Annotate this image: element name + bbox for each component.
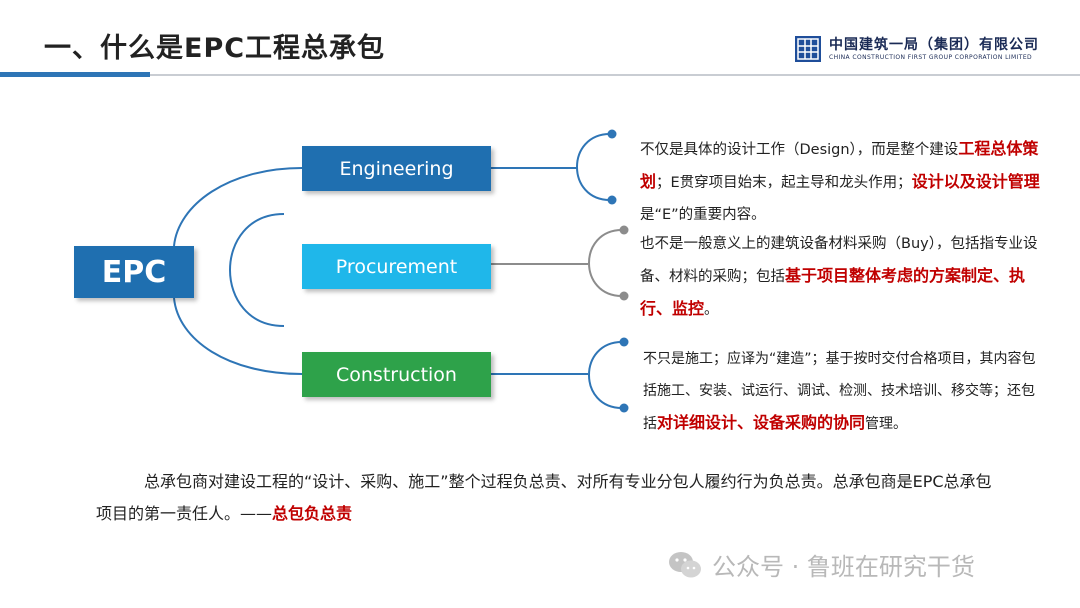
construction-desc-highlight: 对详细设计、设备采购的协同 <box>657 413 866 432</box>
procurement-desc-text-1: 也不是一般意义上的建筑设备材料采购（Buy），包括指专业设备、材料的采购；包括 <box>640 236 1038 285</box>
engineering-desc-highlight-1: 工程总体策划 <box>640 139 1039 191</box>
construction-desc-text-2: 管理。 <box>865 416 908 432</box>
construction-box: Construction <box>302 352 491 397</box>
engineering-desc-text-1: 不仅是具体的设计工作（Design），而是整个建设 <box>640 142 959 158</box>
connector-epc-construction <box>173 297 303 375</box>
procurement-desc-highlight: 基于项目整体考虑的方案制定、执行、监控 <box>640 266 1026 318</box>
company-name: 中国建筑一局（集团）有限公司 <box>829 37 1039 53</box>
engineering-box: Engineering <box>302 146 491 191</box>
engineering-bracket <box>576 133 611 201</box>
construction-desc-text-1: 不只是施工；应译为“建造”；基于按时交付合格项目，其内容包括施工、安装、试运行、… <box>643 351 1036 432</box>
procurement-desc-text-2: 。 <box>704 302 719 318</box>
wechat-icon <box>669 551 701 577</box>
engineering-description: 不仅是具体的设计工作（Design），而是整个建设工程总体策划；E贯穿项目始末，… <box>640 133 1040 231</box>
summary-text: 总承包商对建设工程的“设计、采购、施工”整个过程负总责、对所有专业分包人履约行为… <box>96 472 992 523</box>
engineering-desc-highlight-2: 设计以及设计管理 <box>911 172 1040 191</box>
page-title: 一、什么是EPC工程总承包 <box>44 33 386 64</box>
company-name-en: CHINA CONSTRUCTION FIRST GROUP CORPORATI… <box>829 54 1033 61</box>
construction-description: 不只是施工；应译为“建造”；基于按时交付合格项目，其内容包括施工、安装、试运行、… <box>643 343 1043 440</box>
watermark: 公众号 · 鲁班在研究干货 <box>668 547 975 582</box>
summary-highlight: 总包负总责 <box>272 504 353 523</box>
connector-procurement-arc <box>229 213 285 327</box>
engineering-desc-text-2: ；E贯穿项目始末，起主导和龙头作用； <box>656 175 912 191</box>
construction-bracket <box>588 341 623 409</box>
engineering-desc-text-3: 是“E”的重要内容。 <box>640 207 766 223</box>
connector-epc-engineering <box>173 167 303 247</box>
watermark-text: 公众号 · 鲁班在研究干货 <box>712 553 975 581</box>
company-logo-icon <box>795 36 821 62</box>
epc-root-box: EPC <box>74 246 194 298</box>
summary-paragraph: 总承包商对建设工程的“设计、采购、施工”整个过程负总责、对所有专业分包人履约行为… <box>96 466 996 530</box>
procurement-bracket <box>588 229 623 297</box>
title-underline <box>150 74 1080 76</box>
title-underline-accent <box>0 72 150 77</box>
procurement-box: Procurement <box>302 244 491 289</box>
procurement-description: 也不是一般意义上的建筑设备材料采购（Buy），包括指专业设备、材料的采购；包括基… <box>640 228 1040 326</box>
